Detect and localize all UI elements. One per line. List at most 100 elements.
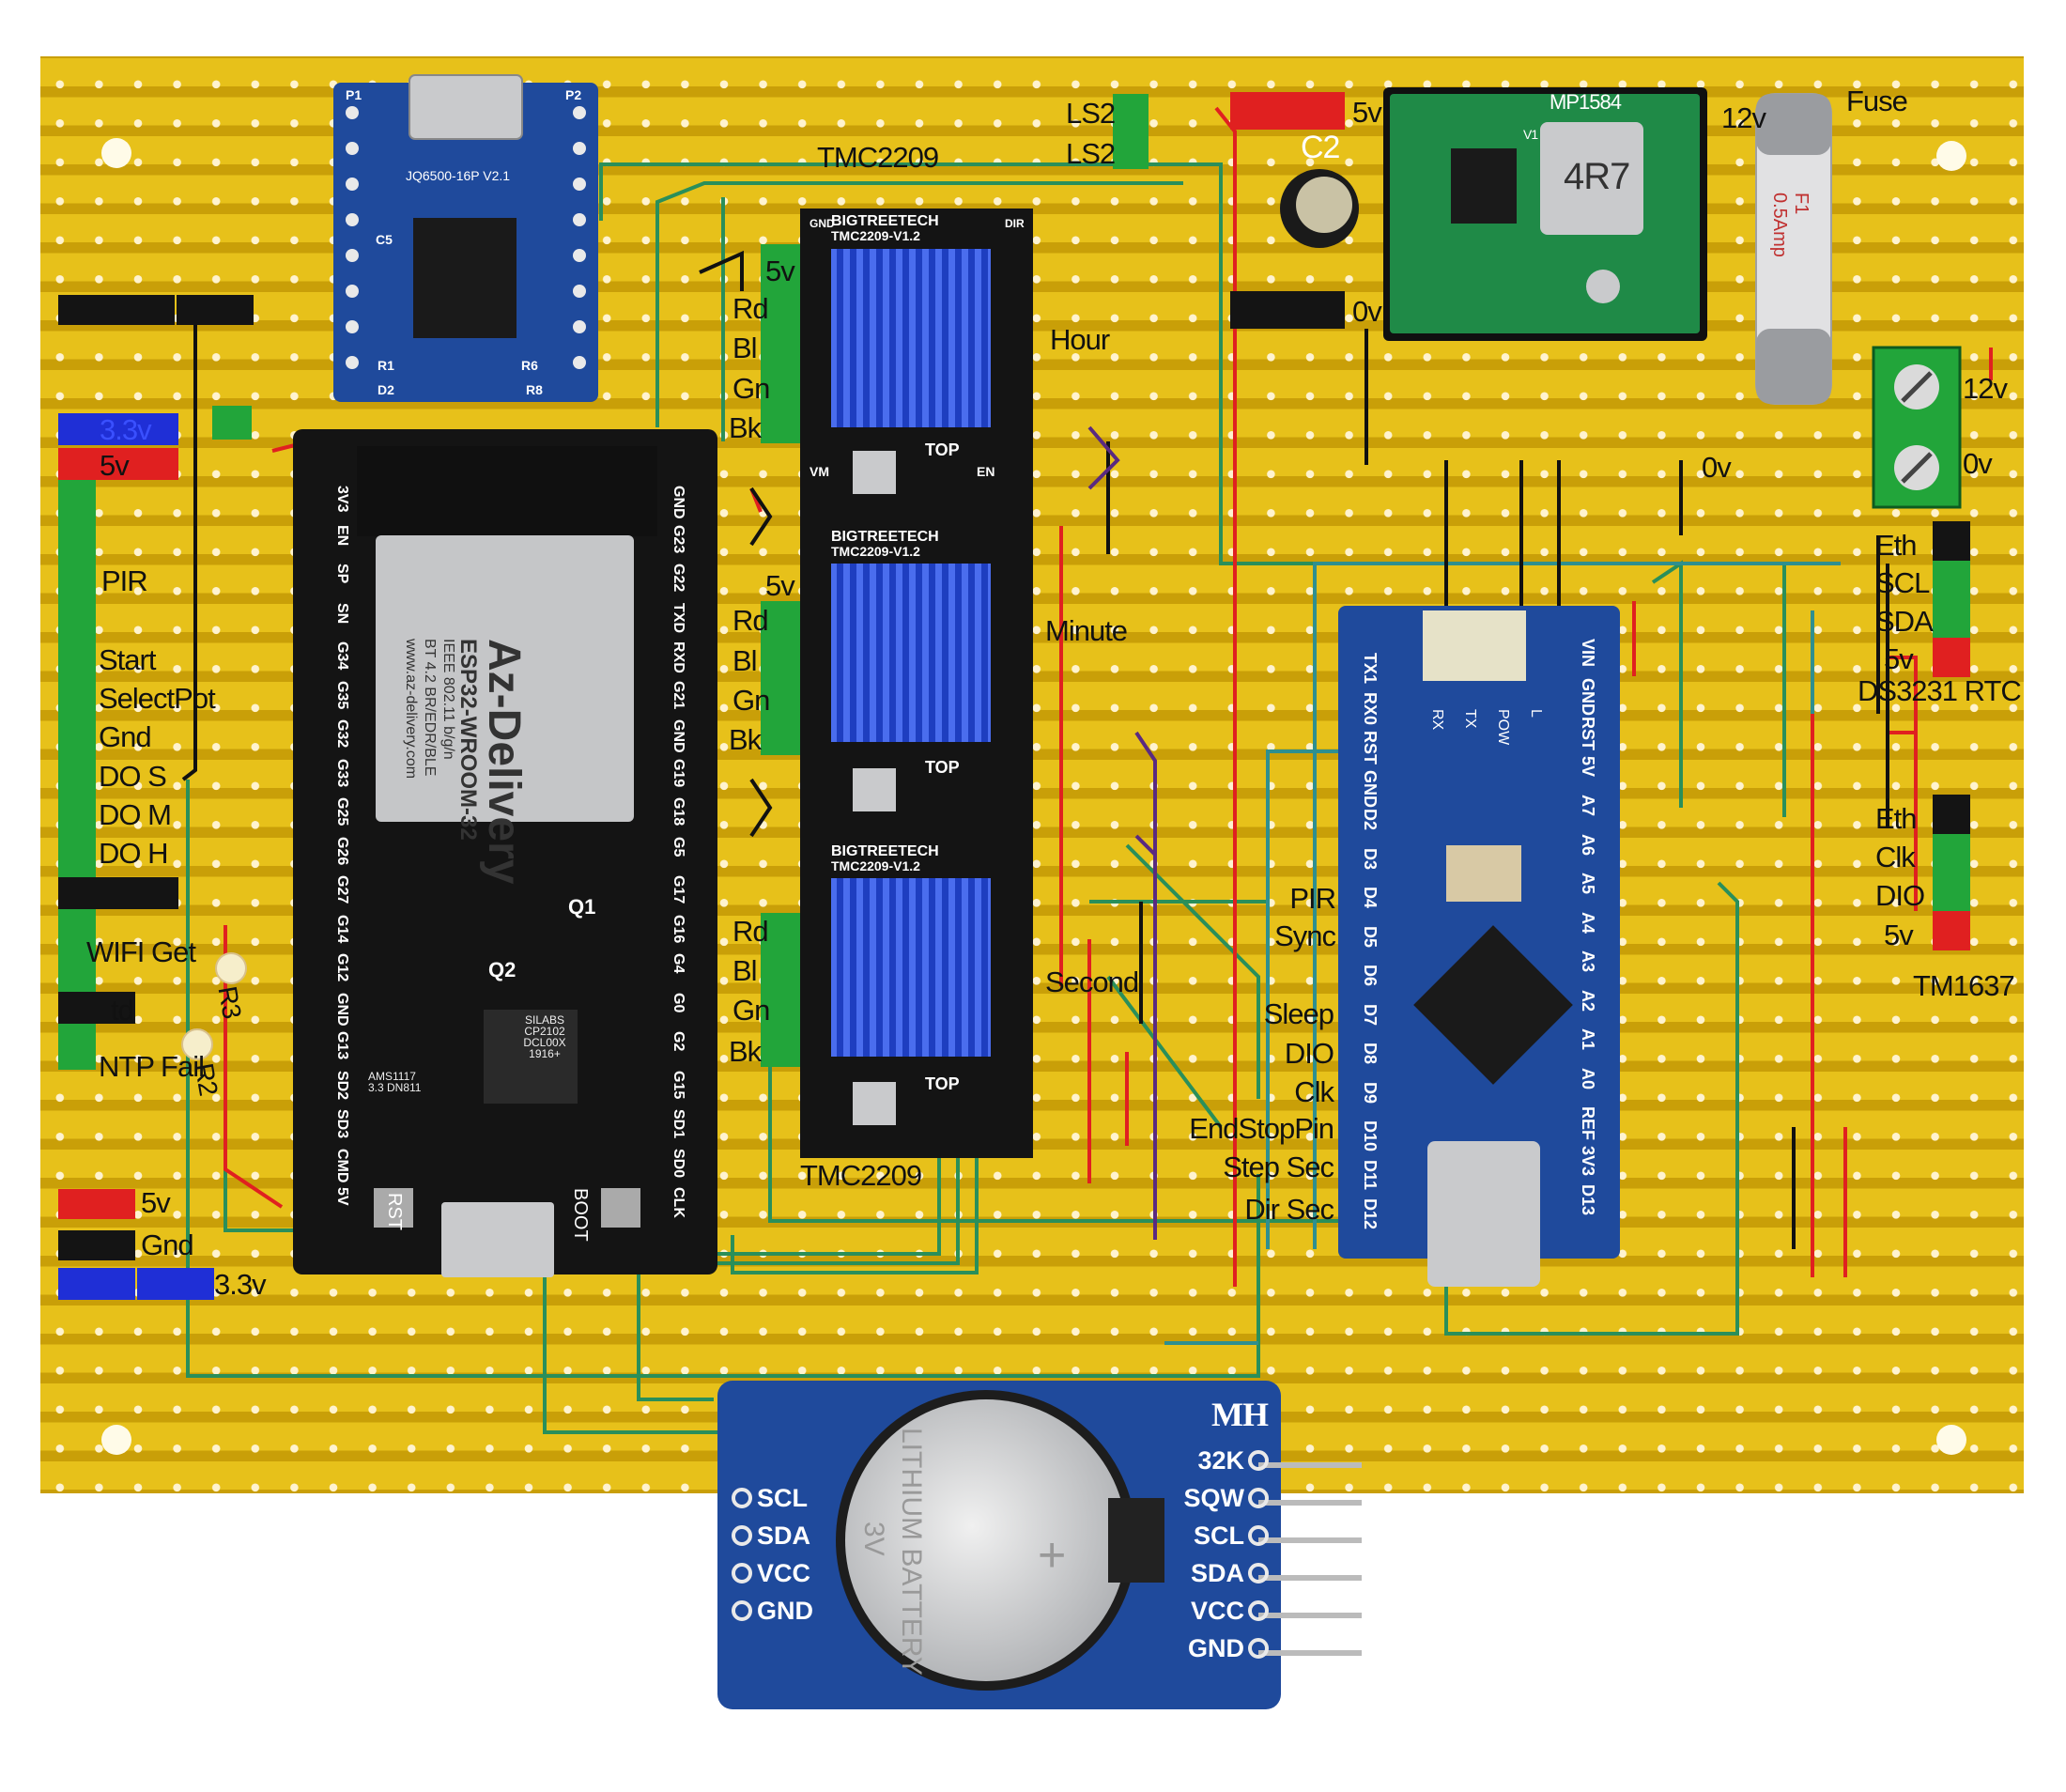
nano-side-label: Sleep [1263,997,1334,1030]
rtc-battery-plus: + [1038,1528,1066,1583]
esp32-pin-right: G5 [671,836,686,857]
label-td: td [111,994,134,1027]
rtc-maker: MH [1211,1396,1269,1433]
driver-minute [800,524,1033,843]
nano-pin-top: D10 [1361,1120,1380,1152]
driver3-gn: Gn [732,994,770,1027]
label-start: Start [99,643,156,676]
nano-pin-top: D9 [1361,1081,1380,1104]
esp32-brand: Az-Delivery [479,639,529,885]
audio-module-r1: R1 [378,358,394,373]
esp32-pin-left: G14 [334,914,350,943]
esp32-pin-right: RXD [671,641,686,673]
label-ls2-a: LS2 [1066,97,1116,130]
nano-pin-top: D5 [1361,925,1380,948]
label-left-3v3: 3.3v [100,413,152,446]
esp32-pin-left: G12 [334,953,350,982]
label-0v-mid: 0v [1702,451,1732,484]
audio-module-p1: P1 [346,87,362,102]
capacitor-c2-label: C2 [1301,130,1340,165]
label-12v-fuse: 12v [1721,101,1766,134]
esp32-pin-right: CLK [671,1187,686,1218]
esp32-pin-left: G25 [334,797,350,826]
label-12v-terminal: 12v [1963,372,2008,405]
label-0v-top: 0v [1352,295,1382,328]
tm-hdr-5v: 5v [1884,919,1914,951]
nano-side-label: PIR [1289,882,1336,915]
esp32-board [293,429,717,1277]
driver3-bk: Bk [729,1035,762,1068]
esp32-pin-left: G26 [334,836,350,865]
esp32-pin-left: 5V [334,1187,350,1206]
nano-side-label: DIO [1284,1037,1334,1070]
nano-pin-bottom: A7 [1579,795,1597,817]
rtc-hdr-name: DS3231 RTC [1858,674,2022,707]
audio-module-r8: R8 [526,382,543,397]
driver-hour [800,209,1033,528]
arduino-nano [1338,606,1620,1287]
nano-pin-top: D12 [1361,1198,1380,1230]
label-bottom-gnd: Gnd [141,1228,194,1261]
esp32-pin-left: G34 [334,641,350,671]
esp32-pin-right: G0 [671,992,686,1012]
nano-pin-bottom: GND [1579,677,1597,716]
nano-pin-top: D6 [1361,965,1380,987]
fuse-rating: 0.5Amp [1769,193,1790,257]
buck-label: MP1584 [1550,90,1622,114]
nano-pin-top: D2 [1361,809,1380,831]
driver-3-model: TMC2209-V1.2 [831,858,920,873]
label-bottom-3v3: 3.3v [214,1268,267,1301]
esp32-pin-right: GND [671,486,686,519]
buck-coil: 4R7 [1564,156,1630,197]
nano-side-label: Dir Sec [1244,1193,1334,1226]
nano-pin-bottom: A0 [1579,1067,1597,1089]
esp32-pin-left: SP [334,564,350,584]
nano-pin-bottom: D13 [1579,1184,1597,1216]
esp32-ieee: IEEE 802.11 b/g/n [440,639,456,760]
rtc-pin-left: SCL [757,1484,808,1512]
driver3-rd: Rd [732,915,769,948]
label-minute: Minute [1045,614,1128,647]
label-left-5v: 5v [100,449,130,482]
label-do-h: DO H [99,837,168,870]
label-r3: R3 [212,983,247,1021]
rtc-pin-right: 32K [1197,1446,1244,1475]
nano-pin-top: D4 [1361,887,1380,909]
nano-pin-bottom: A4 [1579,911,1597,934]
label-0v-terminal: 0v [1963,447,1993,480]
esp32-q1: Q1 [568,895,596,919]
buck-v1: V1 [1523,127,1538,142]
driver-1-top: TOP [925,440,960,459]
nano-pin-top: GND [1361,769,1380,808]
label-r2: R2 [189,1060,224,1098]
rtc-hdr-eth: Eth [1875,529,1918,562]
rtc-pin-left: SDA [757,1522,811,1550]
esp32-pin-right: GND [671,719,686,753]
label-second: Second [1045,966,1139,998]
nano-side-label: EndStopPin [1189,1112,1334,1145]
rtc-battery-label: LITHIUM BATTERY [896,1428,927,1676]
label-do-s: DO S [99,760,167,793]
audio-module-p2: P2 [565,87,582,102]
right-headers [1933,521,1970,950]
audio-module-c5: C5 [376,232,393,247]
driver1-gn: Gn [732,372,770,405]
label-do-m: DO M [99,798,172,831]
driver-2-model: TMC2209-V1.2 [831,544,920,559]
driver-1-vm: VM [809,464,829,479]
esp32-pin-left: 3V3 [334,486,350,513]
rtc-pin-left: GND [757,1597,813,1625]
rtc-pin-right: SQW [1183,1484,1245,1512]
audio-module-r6: R6 [521,358,538,373]
esp32-pin-right: G18 [671,797,686,826]
esp32-pin-right: G21 [671,680,686,709]
esp32-pin-right: G15 [671,1070,686,1099]
rtc-pin-right: SDA [1190,1559,1244,1587]
driver-3-top: TOP [925,1074,960,1093]
label-fuse: Fuse [1846,85,1908,117]
tm-hdr-clk: Clk [1875,841,1916,873]
esp32-web: www.az-delivery.com [403,639,419,780]
nano-pin-bottom: A1 [1579,1028,1597,1051]
esp32-pin-left: G13 [334,1031,350,1060]
nano-pin-top: RX0 [1361,691,1380,725]
